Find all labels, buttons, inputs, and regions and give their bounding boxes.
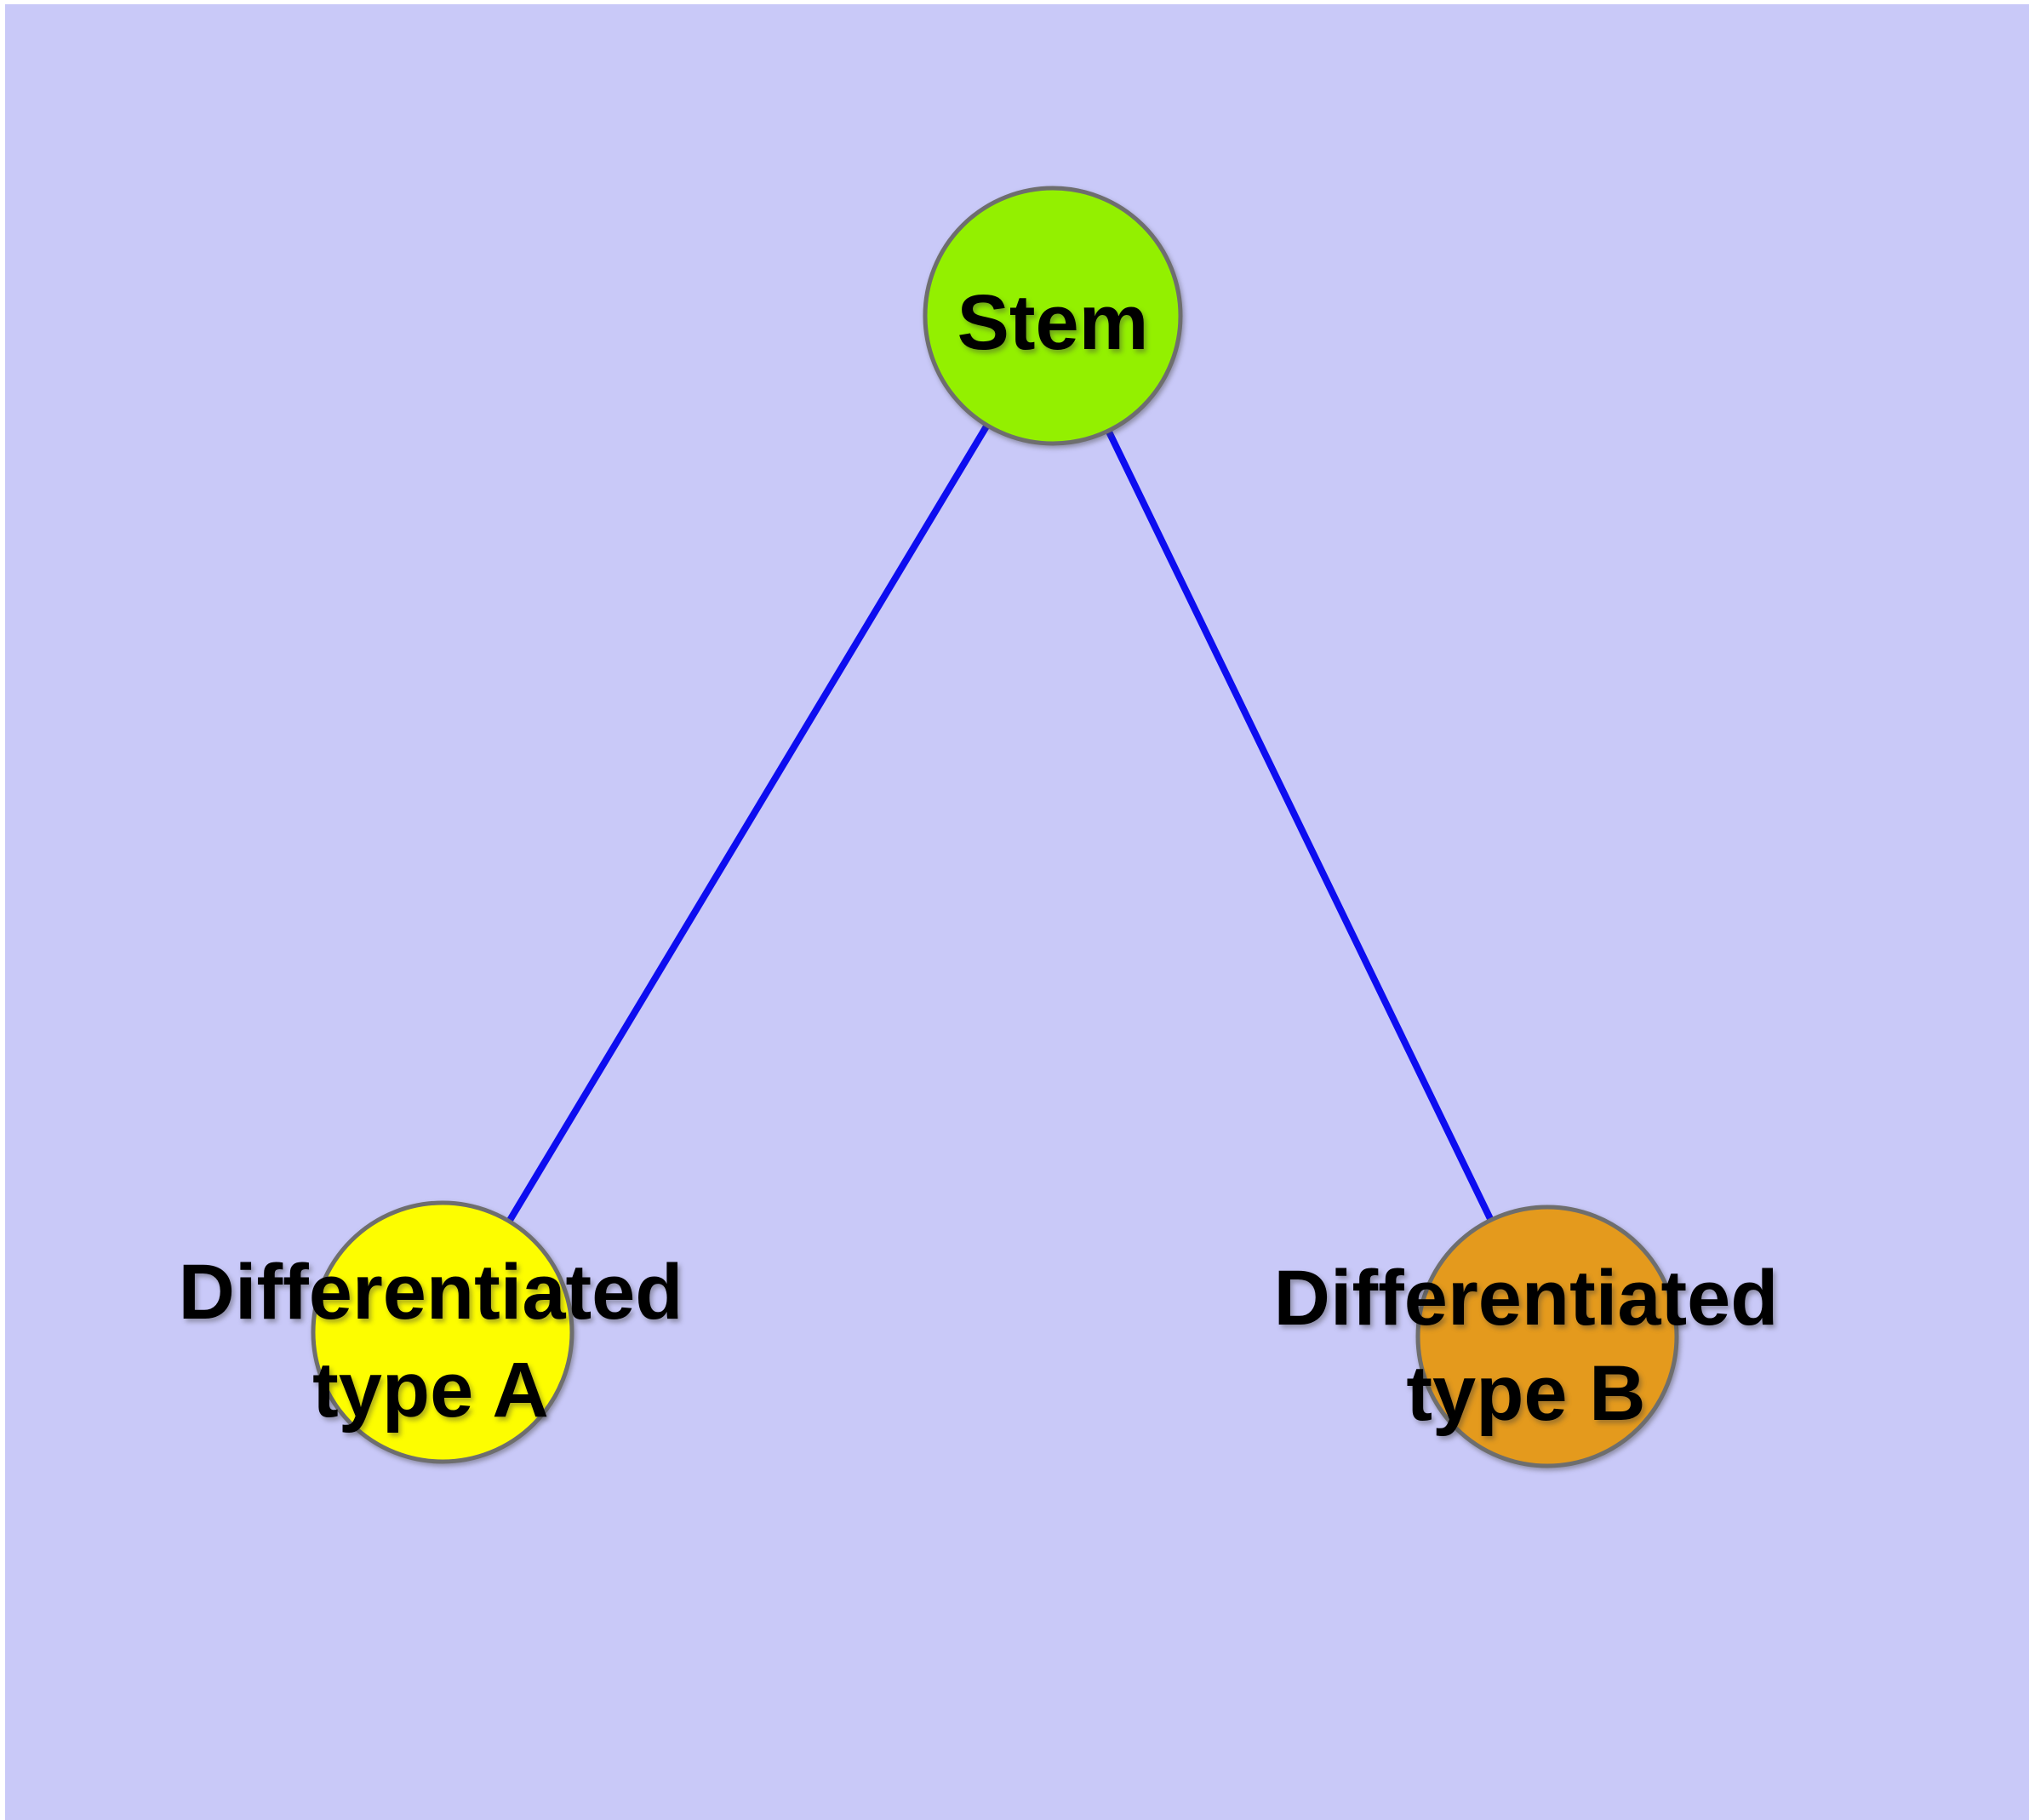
edge-stem-to-type-b xyxy=(1049,314,1551,1338)
node-type-a-label-line2: type A xyxy=(312,1347,549,1434)
node-differentiated-type-b xyxy=(1415,1205,1679,1468)
edge-stem-to-type-a xyxy=(439,313,1056,1335)
node-stem-label: Stem xyxy=(957,279,1149,366)
node-stem xyxy=(923,186,1183,446)
node-type-b-label-line1: Differentiated xyxy=(1274,1255,1779,1342)
node-type-a-label-line1: Differentiated xyxy=(179,1249,683,1336)
node-type-b-label-line2: type B xyxy=(1406,1350,1645,1437)
node-differentiated-type-a xyxy=(311,1200,574,1464)
